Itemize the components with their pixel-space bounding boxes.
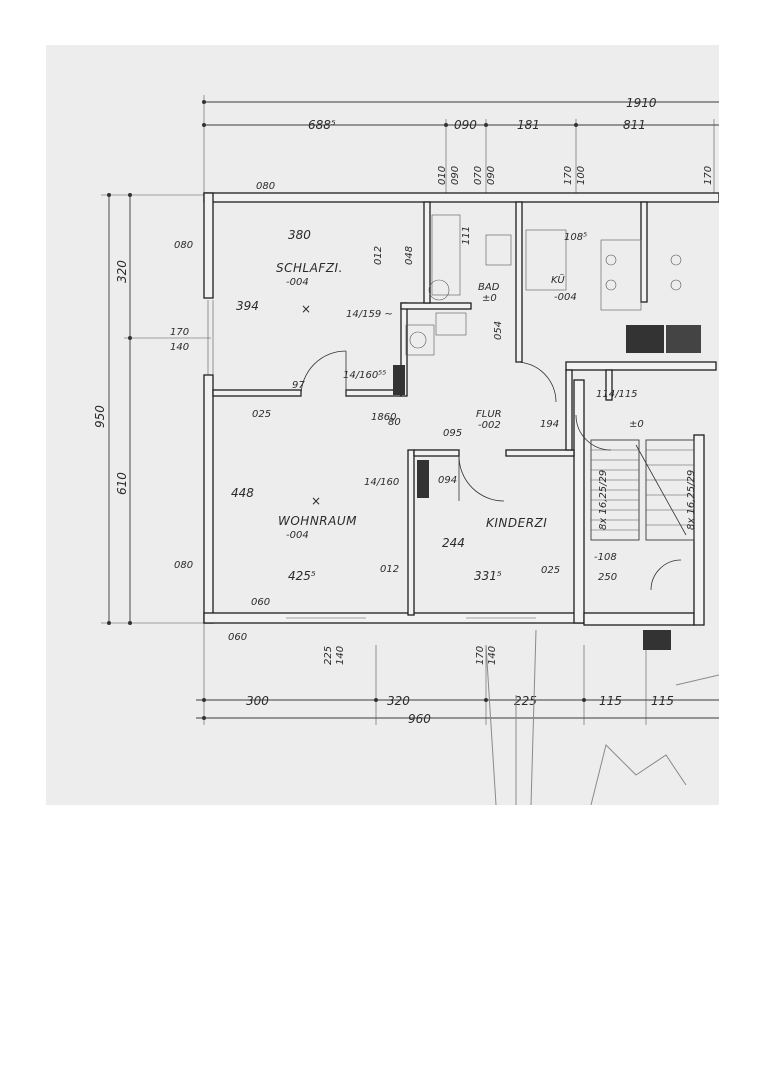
code-080c: 080 (256, 181, 275, 192)
dim-schlafzi-depth: 394 (236, 299, 259, 313)
landing-level: ±0 (629, 419, 644, 430)
dim-left-080b: 080 (174, 560, 193, 571)
svg-text:170: 170 (563, 166, 574, 185)
staircase (590, 439, 695, 541)
dim-bottom-225v: 225 (323, 646, 334, 665)
dim-left-total: 950 (93, 405, 107, 428)
room-wohnraum: WOHNRAUM (278, 514, 357, 528)
bad-111: 111 (461, 226, 472, 245)
door-5: 250 (598, 572, 617, 583)
kitchen-fixtures (525, 229, 701, 353)
bath-fixtures (405, 214, 512, 356)
radiators (393, 365, 671, 650)
room-flur-code: -002 (478, 420, 501, 431)
stair-level: -108 (594, 552, 617, 563)
code-012b: 012 (373, 246, 384, 265)
stairs-2: 8x 16,25/29 (686, 470, 697, 530)
windows (207, 300, 536, 619)
dim-top-811: 811 (623, 118, 646, 132)
room-bad: BAD (478, 282, 500, 293)
dim-wohn-depth: 448 (231, 486, 254, 500)
dim-wohn-width: 425⁵ (288, 569, 316, 583)
room-wohnraum-code: -004 (286, 530, 309, 541)
floor-plan-drawing: 1910 688⁵ 090 181 811 010 090 070 090 17… (93, 95, 719, 805)
bottom-dimension-lines (196, 620, 719, 725)
left-dimension-lines (101, 193, 211, 625)
svg-text:×: × (301, 302, 311, 316)
room-kinder: KINDERZI (486, 516, 547, 530)
room-bad-code: ±0 (482, 293, 497, 304)
svg-text:010: 010 (437, 166, 448, 185)
door-1: 97 (292, 380, 305, 391)
room-schlafzimmer-code: -004 (286, 277, 309, 288)
drawing-sheet: 1910 688⁵ 090 181 811 010 090 070 090 17… (46, 45, 719, 805)
dim-bottom-060: 060 (228, 632, 247, 643)
dim-bad-width: 108⁵ (564, 232, 587, 243)
top-vertical-dims: 010 090 070 090 170 100 170 (437, 166, 714, 185)
window-1: 14/159 ~ (346, 309, 393, 320)
kueche-048: 048 (404, 246, 415, 265)
svg-text:090: 090 (486, 166, 497, 185)
door-2: 80 (388, 417, 401, 428)
dim-left-140: 140 (170, 342, 189, 353)
room-kueche-code: -004 (554, 292, 577, 303)
landing-dims: 114/115 (596, 389, 638, 400)
top-dimension-lines (202, 95, 719, 195)
room-flur: FLUR (476, 409, 502, 420)
dim-kinder-width: 331⁵ (474, 569, 502, 583)
dim-bottom-170v: 170 (475, 646, 486, 665)
dim-bottom-300: 300 (246, 694, 269, 708)
exterior-walls (203, 192, 719, 626)
svg-text:090: 090 (450, 166, 461, 185)
dim-kinder-depth: 244 (442, 536, 465, 550)
door-4: 194 (540, 419, 559, 430)
svg-text:070: 070 (473, 166, 484, 185)
interior-walls (212, 201, 717, 616)
room-schlafzimmer: SCHLAFZI. (276, 261, 343, 275)
code-012a: 012 (380, 564, 399, 575)
dim-left-610: 610 (115, 472, 129, 495)
dim-top-total: 1910 (626, 96, 657, 110)
dim-bottom-total: 960 (408, 712, 431, 726)
dim-bottom-140v: 140 (335, 646, 346, 665)
dim-bottom-140w: 140 (487, 646, 498, 665)
dim-top-181: 181 (517, 118, 540, 132)
room-kueche: KÜ (551, 273, 565, 286)
dim-left-320: 320 (115, 260, 129, 283)
pencil-sketch (485, 629, 719, 805)
window-2: 14/160⁵⁵ (343, 370, 386, 381)
code-025a: 025 (252, 409, 271, 420)
dim-schlafzi-width: 380 (288, 228, 311, 242)
code-025b: 025 (541, 565, 560, 576)
svg-text:170: 170 (703, 166, 714, 185)
window-3: 14/160 (364, 477, 399, 488)
code-1860: 1860 (371, 412, 396, 423)
room-center-markers: × × (301, 302, 321, 508)
dim-bottom-225: 225 (514, 694, 537, 708)
code-060: 060 (251, 597, 270, 608)
dim-top-left: 688⁵ (308, 118, 336, 132)
stairs-1: 8x 16,25/29 (598, 470, 609, 530)
dim-left-080a: 080 (174, 240, 193, 251)
dim-top-090: 090 (454, 118, 477, 132)
dim-bottom-115b: 115 (651, 694, 674, 708)
dim-left-170: 170 (170, 327, 189, 338)
door-6: 095 (443, 428, 462, 439)
dim-bottom-115a: 115 (599, 694, 622, 708)
door-swings (300, 350, 682, 591)
svg-text:100: 100 (576, 166, 587, 185)
door-3: 094 (438, 475, 457, 486)
svg-text:×: × (311, 494, 321, 508)
dim-bottom-320: 320 (387, 694, 410, 708)
bad-054: 054 (493, 321, 504, 340)
